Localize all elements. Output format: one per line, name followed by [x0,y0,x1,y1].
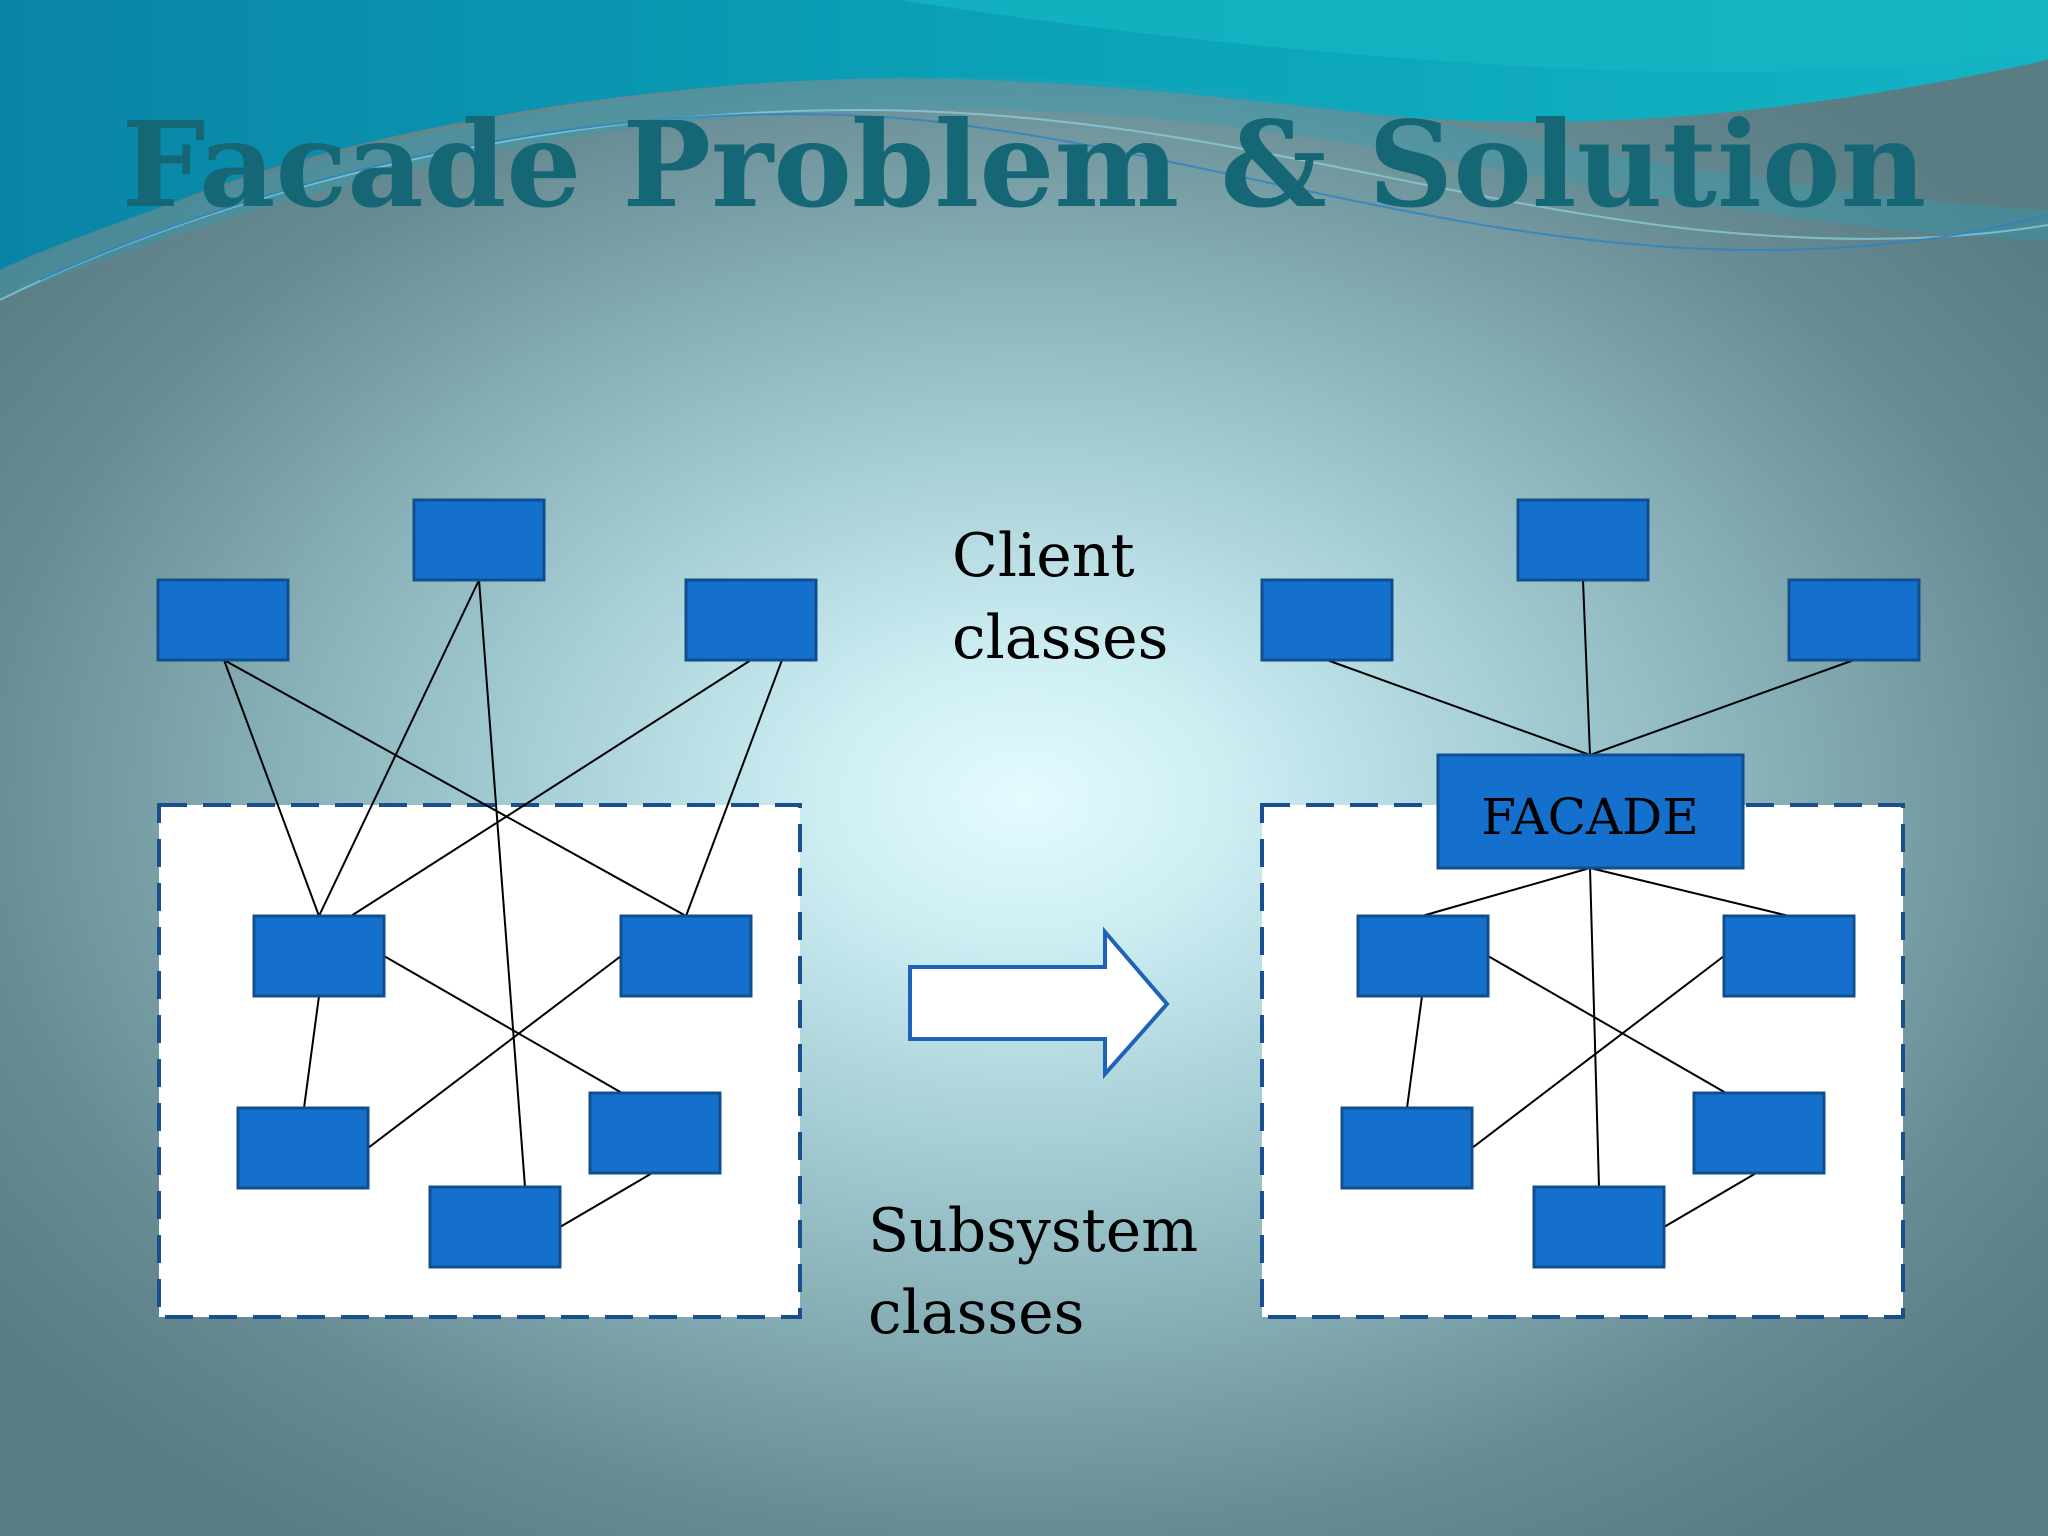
facade-box: FACADE [1436,753,1745,870]
solution-subsystem-classes [1340,914,1856,1269]
client-class-box [1787,578,1921,662]
subsystem-class-box [1340,1106,1474,1190]
problem-subsystem-classes [236,914,753,1269]
subsystem-label-line-1: Subsystem [868,1196,1199,1266]
client-class-box [412,498,546,582]
client-class-box [1260,578,1394,662]
problem-client-classes [156,498,818,662]
solution-client-classes [1260,498,1921,662]
subsystem-class-box [588,1091,722,1175]
subsystem-classes-label: Subsystem classes [868,1190,1198,1354]
subsystem-class-box [1692,1091,1826,1175]
solution-subsystem-container [1260,803,1905,1319]
subsystem-class-box [619,914,753,998]
slide-title: Facade Problem & Solution [121,95,1927,234]
subsystem-class-box [428,1185,562,1269]
client-classes-label: Client classes [952,515,1168,679]
subsystem-class-box [1722,914,1856,998]
right-arrow-icon [908,926,1170,1080]
facade-label: FACADE [1481,788,1698,846]
subsystem-class-box [1356,914,1490,998]
client-label-line-1: Client [952,521,1135,591]
client-label-line-2: classes [952,603,1169,673]
client-class-box [156,578,290,662]
client-class-box [1516,498,1650,582]
client-class-box [684,578,818,662]
header-wave [0,0,2048,301]
subsystem-class-box [236,1106,370,1190]
subsystem-label-line-2: classes [868,1278,1085,1348]
subsystem-class-box [1532,1185,1666,1269]
solution-connections [1326,579,1855,1228]
problem-connections [223,579,783,1228]
subsystem-class-box [252,914,386,998]
